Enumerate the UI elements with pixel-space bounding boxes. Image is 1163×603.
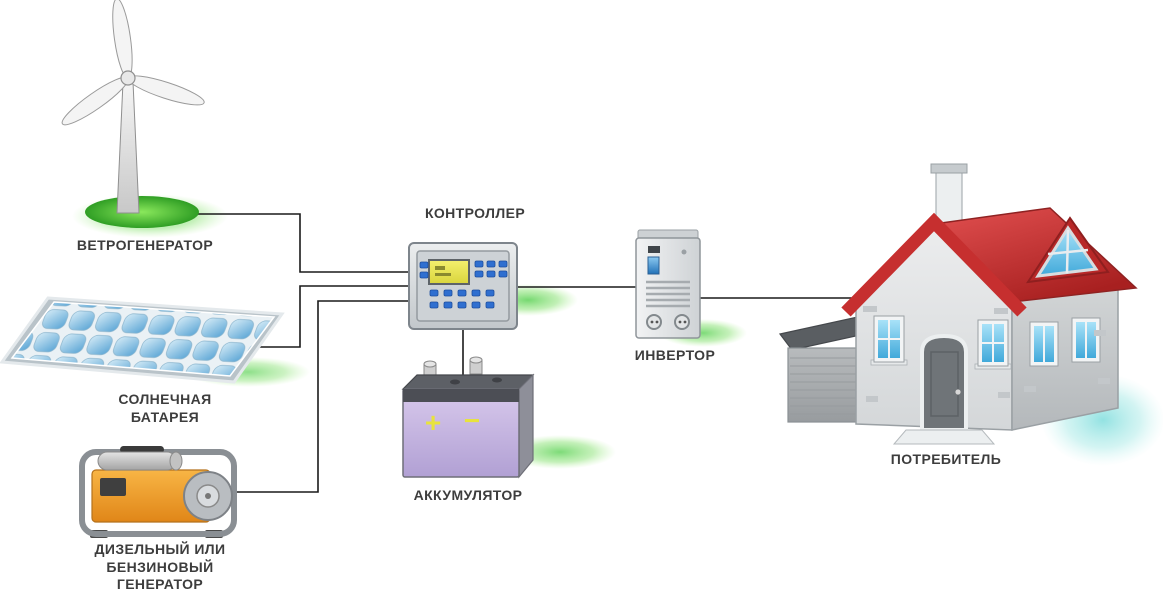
wind-turbine-illustration [61, 0, 205, 228]
wire-diesel-to-controller [234, 300, 409, 493]
dormer-mullion [1047, 248, 1089, 256]
door-panel [930, 351, 959, 417]
label-diesel-line-3: ГЕНЕРАТОР [116, 576, 204, 592]
screen-pixels [435, 273, 451, 276]
tank-cap [169, 451, 183, 471]
doorstep [892, 429, 996, 445]
label-inverter: ИНВЕРТОР [634, 347, 716, 363]
label-battery: АККУМУЛЯТОР [413, 487, 523, 503]
controller-screen [428, 259, 470, 285]
diesel-generator-illustration [79, 446, 237, 538]
engine-fan-bolt [205, 493, 211, 499]
controller-buttons [419, 260, 508, 309]
label-controller: КОНТРОЛЛЕР [424, 205, 526, 221]
inverter-led [681, 249, 687, 255]
turbine-blades [61, 0, 205, 126]
inverter-vents [646, 280, 690, 308]
turbine-tower [116, 81, 140, 214]
side-window-left [1029, 321, 1059, 367]
front-window-right [974, 319, 1012, 370]
label-diesel-line-2: БЕНЗИНОВЫЙ [106, 558, 214, 575]
battery-front [402, 388, 520, 478]
house-illustration [778, 163, 1138, 445]
generator-tank [97, 451, 177, 471]
label-solar-line-1: СОЛНЕЧНАЯ [118, 391, 212, 407]
inverter-socket [674, 314, 690, 330]
grass-mound [85, 196, 199, 228]
battery-illustration: + − [401, 356, 535, 479]
wall-texture [863, 306, 1110, 402]
battery-terminal-cap [423, 360, 437, 368]
battery-filler-cap [492, 377, 502, 383]
chimney-cap [930, 163, 968, 174]
controller-illustration [408, 242, 518, 330]
wire-wind-to-controller [198, 213, 409, 273]
battery-minus-mark: − [464, 405, 480, 436]
inverter-illustration [635, 229, 701, 339]
inverter-slot [648, 246, 660, 253]
panel-cells [10, 301, 276, 377]
inverter-display [647, 256, 660, 275]
turbine-hub [120, 70, 136, 86]
garage-wall [787, 347, 859, 423]
gable-trim [841, 212, 1027, 317]
house-side-wall [1011, 285, 1119, 431]
side-window-right [1071, 317, 1101, 363]
battery-terminal-cap [469, 356, 483, 364]
label-wind-generator: ВЕТРОГЕНЕРАТОР [76, 237, 214, 253]
label-solar-battery: СОЛНЕЧНАЯ БАТАРЕЯ [80, 391, 250, 426]
generator-handle [120, 446, 164, 453]
battery-plus-mark: + [425, 407, 441, 438]
label-solar-line-2: БАТАРЕЯ [130, 408, 200, 425]
label-diesel-generator: ДИЗЕЛЬНЫЙ ИЛИ БЕНЗИНОВЫЙ ГЕНЕРАТОР [72, 541, 248, 594]
inverter-socket [646, 314, 662, 330]
screen-pixels [435, 266, 445, 270]
battery-filler-cap [450, 379, 460, 385]
label-consumer: ПОТРЕБИТЕЛЬ [890, 451, 1002, 467]
battery-band [403, 389, 519, 402]
house-door [920, 333, 968, 432]
battery-side [518, 373, 534, 479]
garage-siding [790, 357, 856, 415]
door-handle [955, 389, 961, 395]
wire-solar-to-controller [256, 285, 409, 348]
chimney [935, 169, 963, 229]
battery-top [401, 374, 535, 390]
solar-panel-illustration [0, 296, 285, 384]
connection-wires [198, 213, 858, 493]
label-diesel-line-1: ДИЗЕЛЬНЫЙ ИЛИ [94, 541, 226, 557]
generator-panel [100, 478, 126, 496]
front-window-left [870, 315, 908, 366]
